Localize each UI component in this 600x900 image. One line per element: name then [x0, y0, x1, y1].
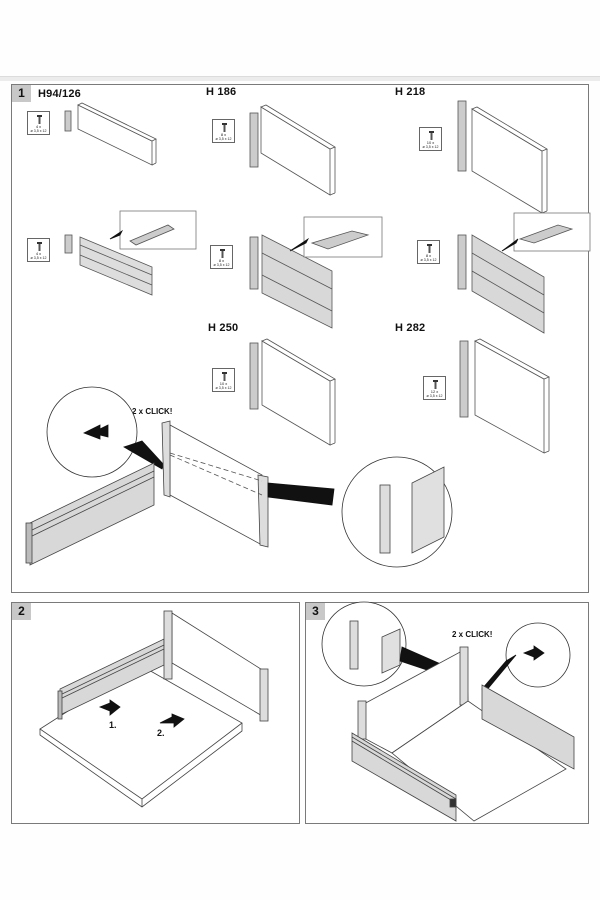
detail-inset-h218: [513, 212, 591, 252]
front-panel-h186: [249, 104, 336, 196]
side-profile-h94: [64, 234, 153, 296]
zoom-circle-left: [46, 386, 138, 478]
arrow-label-2: 2.: [157, 728, 165, 738]
step-1-panel: 1 H94/126 H 186 H 218 H 250 H 282 4 x ø …: [11, 84, 591, 593]
header-divider: [0, 76, 600, 81]
front-panel-h250: [249, 338, 336, 446]
step-3-illustration: [321, 601, 575, 822]
height-label-h250: H 250: [208, 322, 239, 334]
screw-spec-box: 8 x ø 3,5 x 12: [212, 119, 235, 143]
screw-spec-box: 4 x ø 3,5 x 12: [27, 111, 50, 135]
screw-icon: [37, 115, 42, 124]
detail-inset-h186: [303, 216, 383, 258]
drawer-box: [351, 646, 575, 822]
height-label-h94-126: H94/126: [38, 88, 81, 100]
step-3-panel: 3 2 x CLICK!: [305, 601, 589, 824]
side-profile: [57, 638, 165, 720]
screw-icon: [222, 372, 227, 381]
screw-spec-box: 8 x ø 3,5 x 12: [417, 240, 440, 264]
arrow-1-icon: [98, 699, 121, 716]
height-label-h218: H 218: [395, 86, 426, 98]
zoom-circle-right: [505, 622, 571, 688]
click-callout: 2 x CLICK!: [132, 407, 173, 416]
screw-spec-box: 12 x ø 3,5 x 12: [423, 376, 446, 400]
screw-icon: [429, 131, 434, 140]
step-1-illustration: [25, 100, 591, 568]
pointer-wedge: [501, 238, 519, 252]
zoom-circle-left: [321, 601, 407, 687]
front-panel-h218: [457, 100, 548, 214]
screw-icon: [433, 380, 438, 389]
arrow-2-icon: [159, 713, 185, 728]
side-profile-h218: [457, 234, 545, 334]
front-panel-h94: [77, 102, 157, 166]
screw-spec-box: 10 x ø 3,5 x 12: [212, 368, 235, 392]
pointer-wedge: [109, 229, 124, 240]
height-label-h282: H 282: [395, 322, 426, 334]
height-label-h186: H 186: [206, 86, 237, 98]
click-callout: 2 x CLICK!: [452, 630, 493, 639]
screw-spec-box: 8 x ø 3,5 x 12: [210, 245, 233, 269]
front-panel: [163, 610, 269, 722]
screw-icon: [222, 123, 227, 132]
zoom-circle-right: [341, 456, 453, 568]
step-1-number: 1: [12, 85, 31, 102]
pointer-wedge: [267, 482, 335, 506]
screw-icon: [220, 249, 225, 258]
side-profile-assembly: [25, 462, 155, 566]
screw-icon: [37, 242, 42, 251]
pointer-wedge: [289, 237, 310, 252]
screw-spec-box: 4 x ø 3,5 x 12: [27, 238, 50, 262]
step-2-illustration: [39, 610, 269, 808]
step-2-number: 2: [12, 603, 31, 620]
screw-spec-box: 10 x ø 3,5 x 12: [419, 127, 442, 151]
screw-icon: [427, 244, 432, 253]
step-2-panel: 2 1. 2.: [11, 602, 300, 824]
side-profile-h186: [249, 234, 333, 329]
arrow-label-1: 1.: [109, 720, 117, 730]
top-blank-area: [0, 0, 600, 76]
pointer-wedge: [481, 654, 517, 692]
front-panel-assembly: [161, 420, 269, 548]
detail-inset-h94: [119, 210, 197, 250]
bracket-h94: [64, 110, 72, 132]
step-3-number: 3: [306, 603, 325, 620]
front-panel-h282: [459, 338, 550, 454]
